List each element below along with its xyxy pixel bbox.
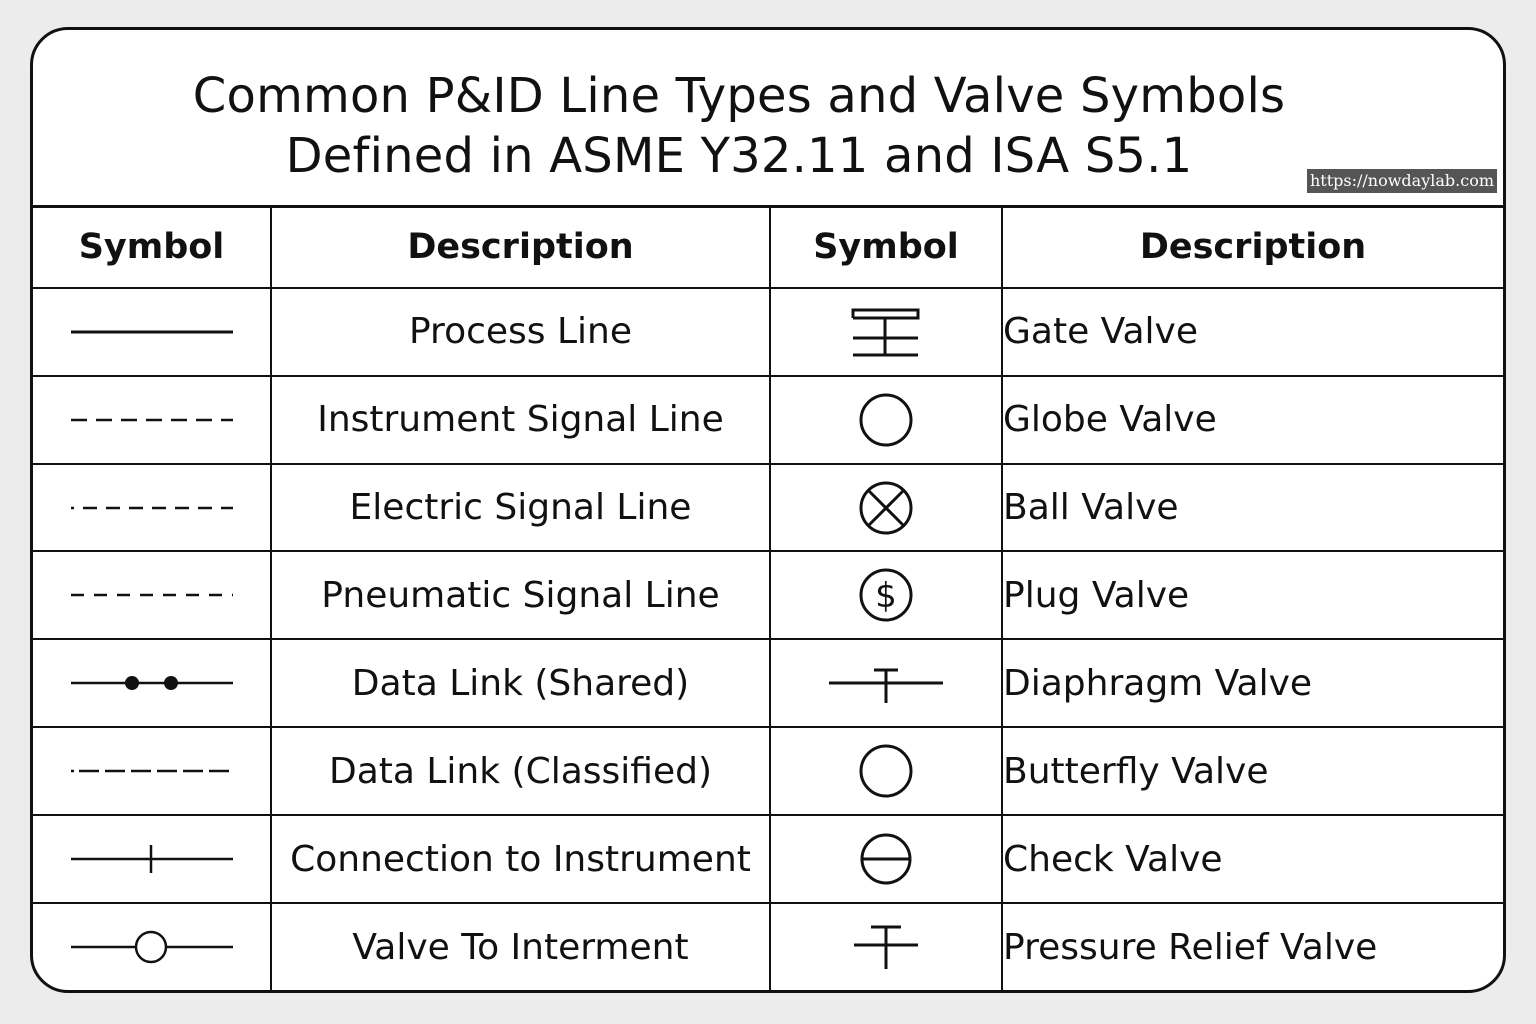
line-description: Electric Signal Line	[270, 462, 771, 553]
circle-x-icon	[859, 481, 913, 535]
svg-text:$: $	[875, 576, 897, 616]
line-description: Instrument Signal Line	[270, 374, 771, 465]
header-description-1: Description	[270, 208, 771, 289]
dash-dot-line-icon	[70, 506, 233, 509]
line-symbol-cell	[33, 902, 272, 990]
line-description: Pneumatic Signal Line	[270, 550, 771, 641]
line-description: Connection to Instrument	[270, 814, 771, 905]
valve-symbol-cell	[769, 638, 1003, 729]
valve-description: Pressure Relief Valve	[1001, 902, 1503, 990]
valve-description: Plug Valve	[1001, 550, 1503, 641]
line-symbol-cell	[33, 374, 272, 465]
gate-valve-icon	[851, 308, 920, 357]
valve-description: Gate Valve	[1001, 286, 1503, 377]
circle-icon	[859, 393, 913, 447]
table-row: Connection to Instrument Check Valve	[33, 814, 1503, 905]
valve-symbol-cell	[769, 462, 1003, 553]
table-row: Process Line Gate Valve	[33, 286, 1503, 377]
line-symbol-cell	[33, 814, 272, 905]
long-dash-line-icon	[70, 769, 233, 773]
title-line-2: Defined in ASME Y32.11 and ISA S5.1	[285, 128, 1193, 184]
header-description-2: Description	[1001, 208, 1503, 289]
solid-line-icon	[70, 330, 233, 334]
table-row: Instrument Signal Line Globe Valve	[33, 374, 1503, 465]
valve-symbol-cell	[769, 726, 1003, 817]
title-line-1: Common P&ID Line Types and Valve Symbols	[192, 68, 1286, 124]
table-row: Data Link (Classified) Butterfly Valve	[33, 726, 1503, 817]
valve-symbol-cell	[769, 902, 1003, 990]
valve-description: Diaphragm Valve	[1001, 638, 1503, 729]
valve-symbol-cell	[769, 814, 1003, 905]
valve-description: Globe Valve	[1001, 374, 1503, 465]
valve-description: Butterfly Valve	[1001, 726, 1503, 817]
bubble-line-icon	[70, 930, 233, 964]
valve-description: Check Valve	[1001, 814, 1503, 905]
line-description: Valve To Interment	[270, 902, 771, 990]
circle-icon	[859, 744, 913, 798]
line-description: Process Line	[270, 286, 771, 377]
tick-line-icon	[70, 845, 233, 874]
line-symbol-cell	[33, 638, 272, 729]
line-symbol-cell	[33, 286, 272, 377]
watermark-url: https://nowdaylab.com	[1307, 169, 1497, 193]
line-description: Data Link (Shared)	[270, 638, 771, 729]
line-symbol-cell	[33, 462, 272, 553]
valve-description: Ball Valve	[1001, 462, 1503, 553]
line-symbol-cell	[33, 550, 272, 641]
header-symbol-2: Symbol	[769, 208, 1003, 289]
line-symbol-cell	[33, 726, 272, 817]
symbol-chart-card: Common P&ID Line Types and Valve Symbols…	[30, 27, 1506, 993]
page-title: Common P&ID Line Types and Valve Symbols…	[33, 66, 1445, 186]
valve-symbol-cell: $	[769, 550, 1003, 641]
title-area: Common P&ID Line Types and Valve Symbols…	[33, 30, 1503, 208]
line-description: Data Link (Classified)	[270, 726, 771, 817]
relief-valve-icon	[854, 925, 918, 970]
header-row: Symbol Description Symbol Description	[33, 208, 1503, 289]
dashed-line-icon	[70, 418, 233, 421]
header-symbol-1: Symbol	[33, 208, 272, 289]
short-dash-line-icon	[70, 594, 233, 597]
table-row: Data Link (Shared) Diaphragm Valve	[33, 638, 1503, 729]
table-row: Pneumatic Signal Line $ Plug Valve	[33, 550, 1503, 641]
circle-bar-icon	[860, 833, 912, 885]
valve-symbol-cell	[769, 374, 1003, 465]
table-row: Electric Signal Line Ball Valve	[33, 462, 1503, 553]
dot-link-line-icon	[70, 676, 233, 691]
table-row: Valve To Interment Pressure Relief Valve	[33, 902, 1503, 990]
diaphragm-valve-icon	[829, 668, 943, 704]
valve-symbol-cell	[769, 286, 1003, 377]
circle-s-icon: $	[859, 568, 913, 622]
symbol-table: Symbol Description Symbol Description Pr…	[33, 208, 1503, 990]
